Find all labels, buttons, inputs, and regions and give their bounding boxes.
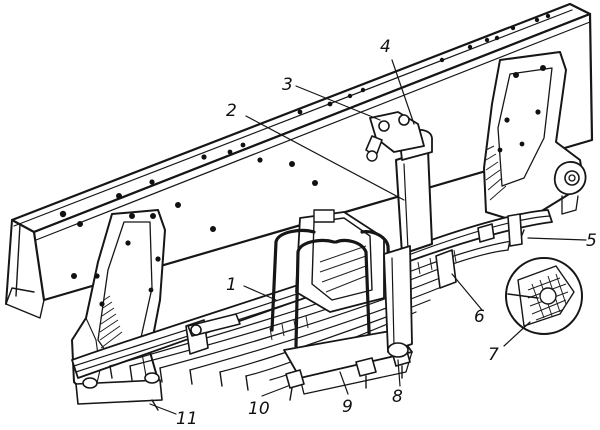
callout-8: 8 — [392, 387, 403, 407]
callout-4: 4 — [380, 37, 391, 57]
callout-labels: 1 2 3 4 5 6 7 8 9 10 11 — [176, 37, 597, 429]
frame-rail — [5, 2, 594, 319]
callout-3: 3 — [282, 75, 293, 95]
rear-bracket — [483, 51, 587, 221]
callout-1: 1 — [226, 275, 237, 295]
callout-5: 5 — [586, 231, 597, 251]
leader-lines — [149, 59, 587, 415]
u-bolts-and-spring-seat — [187, 209, 413, 401]
callout-10: 10 — [248, 399, 270, 419]
callout-9: 9 — [342, 397, 353, 417]
callout-6: 6 — [474, 307, 485, 327]
shock-absorber — [365, 111, 433, 358]
callout-2: 2 — [226, 101, 237, 121]
detail-inset — [505, 257, 583, 335]
callout-7: 7 — [488, 345, 499, 365]
frame-rail-holes — [59, 13, 551, 279]
callout-11: 11 — [176, 409, 198, 429]
